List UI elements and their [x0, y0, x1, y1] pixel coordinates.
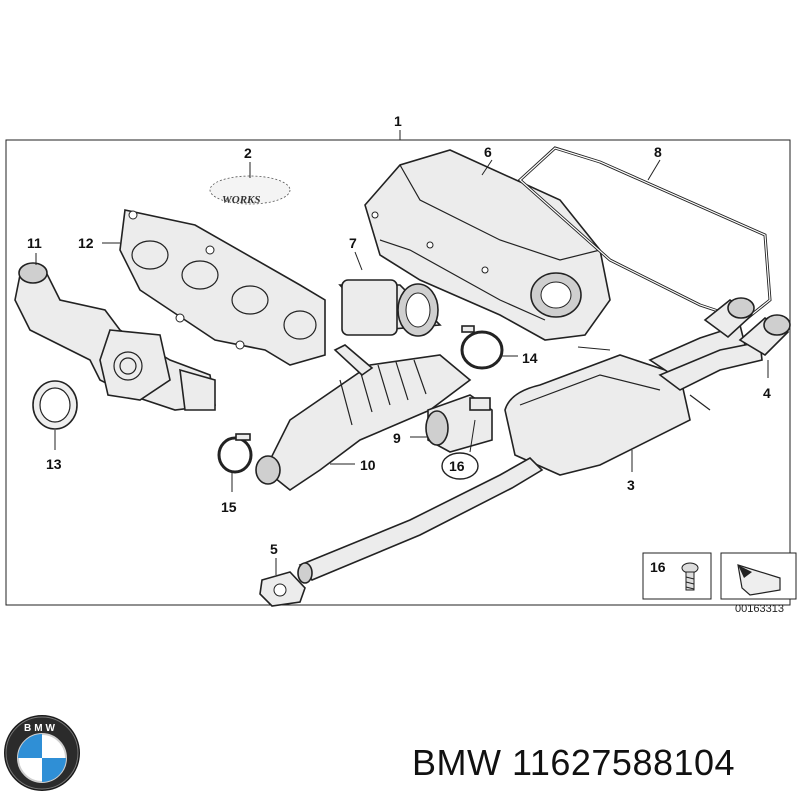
pipe-clamp	[259, 571, 306, 607]
callout-8: 8	[654, 144, 662, 160]
callout-2: 2	[244, 145, 252, 161]
callout-16: 16	[449, 458, 465, 474]
diagram-frame	[5, 139, 791, 606]
bmw-logo: BMW	[4, 715, 80, 791]
logo-letters: BMW	[24, 723, 58, 734]
works-badge: WORKS	[209, 175, 291, 206]
works-badge-text: WORKS	[222, 194, 261, 206]
cover-gasket	[517, 146, 772, 322]
callout-12: 12	[78, 235, 94, 251]
callout-3: 3	[627, 477, 635, 493]
reference-number: 00163313	[735, 603, 784, 615]
air-mass-sensor	[425, 394, 493, 453]
ring-gasket	[32, 380, 78, 430]
callout-1: 1	[394, 113, 402, 129]
callout-13: 13	[46, 456, 62, 472]
manifold-gasket	[119, 209, 326, 366]
hose-clamp-14	[460, 325, 504, 370]
hose-clamp-15	[217, 433, 253, 474]
reference-box: 00163313	[720, 552, 797, 615]
rear-muffler	[504, 323, 763, 476]
callout-15: 15	[221, 499, 237, 515]
brand-part-number: BMW 11627588104	[412, 742, 736, 783]
callout-4: 4	[763, 385, 771, 401]
callout-6: 6	[484, 144, 492, 160]
screw-icon	[681, 562, 699, 591]
callout-16-inset: 16	[650, 559, 666, 575]
tailpipe-tips	[703, 297, 791, 357]
callout-10: 10	[360, 457, 376, 473]
exhaust-manifold	[14, 262, 216, 411]
inset-screw-box: 16	[642, 552, 712, 600]
callout-7: 7	[349, 235, 357, 251]
intake-cover	[364, 149, 611, 341]
callout-11: 11	[27, 235, 42, 251]
air-filter	[338, 279, 442, 337]
intake-hose	[255, 344, 472, 491]
callout-9: 9	[393, 430, 401, 446]
callout-14: 14	[522, 350, 538, 366]
callout-5: 5	[270, 541, 278, 557]
callout-16-circle	[441, 452, 479, 480]
front-pipe	[297, 457, 544, 584]
